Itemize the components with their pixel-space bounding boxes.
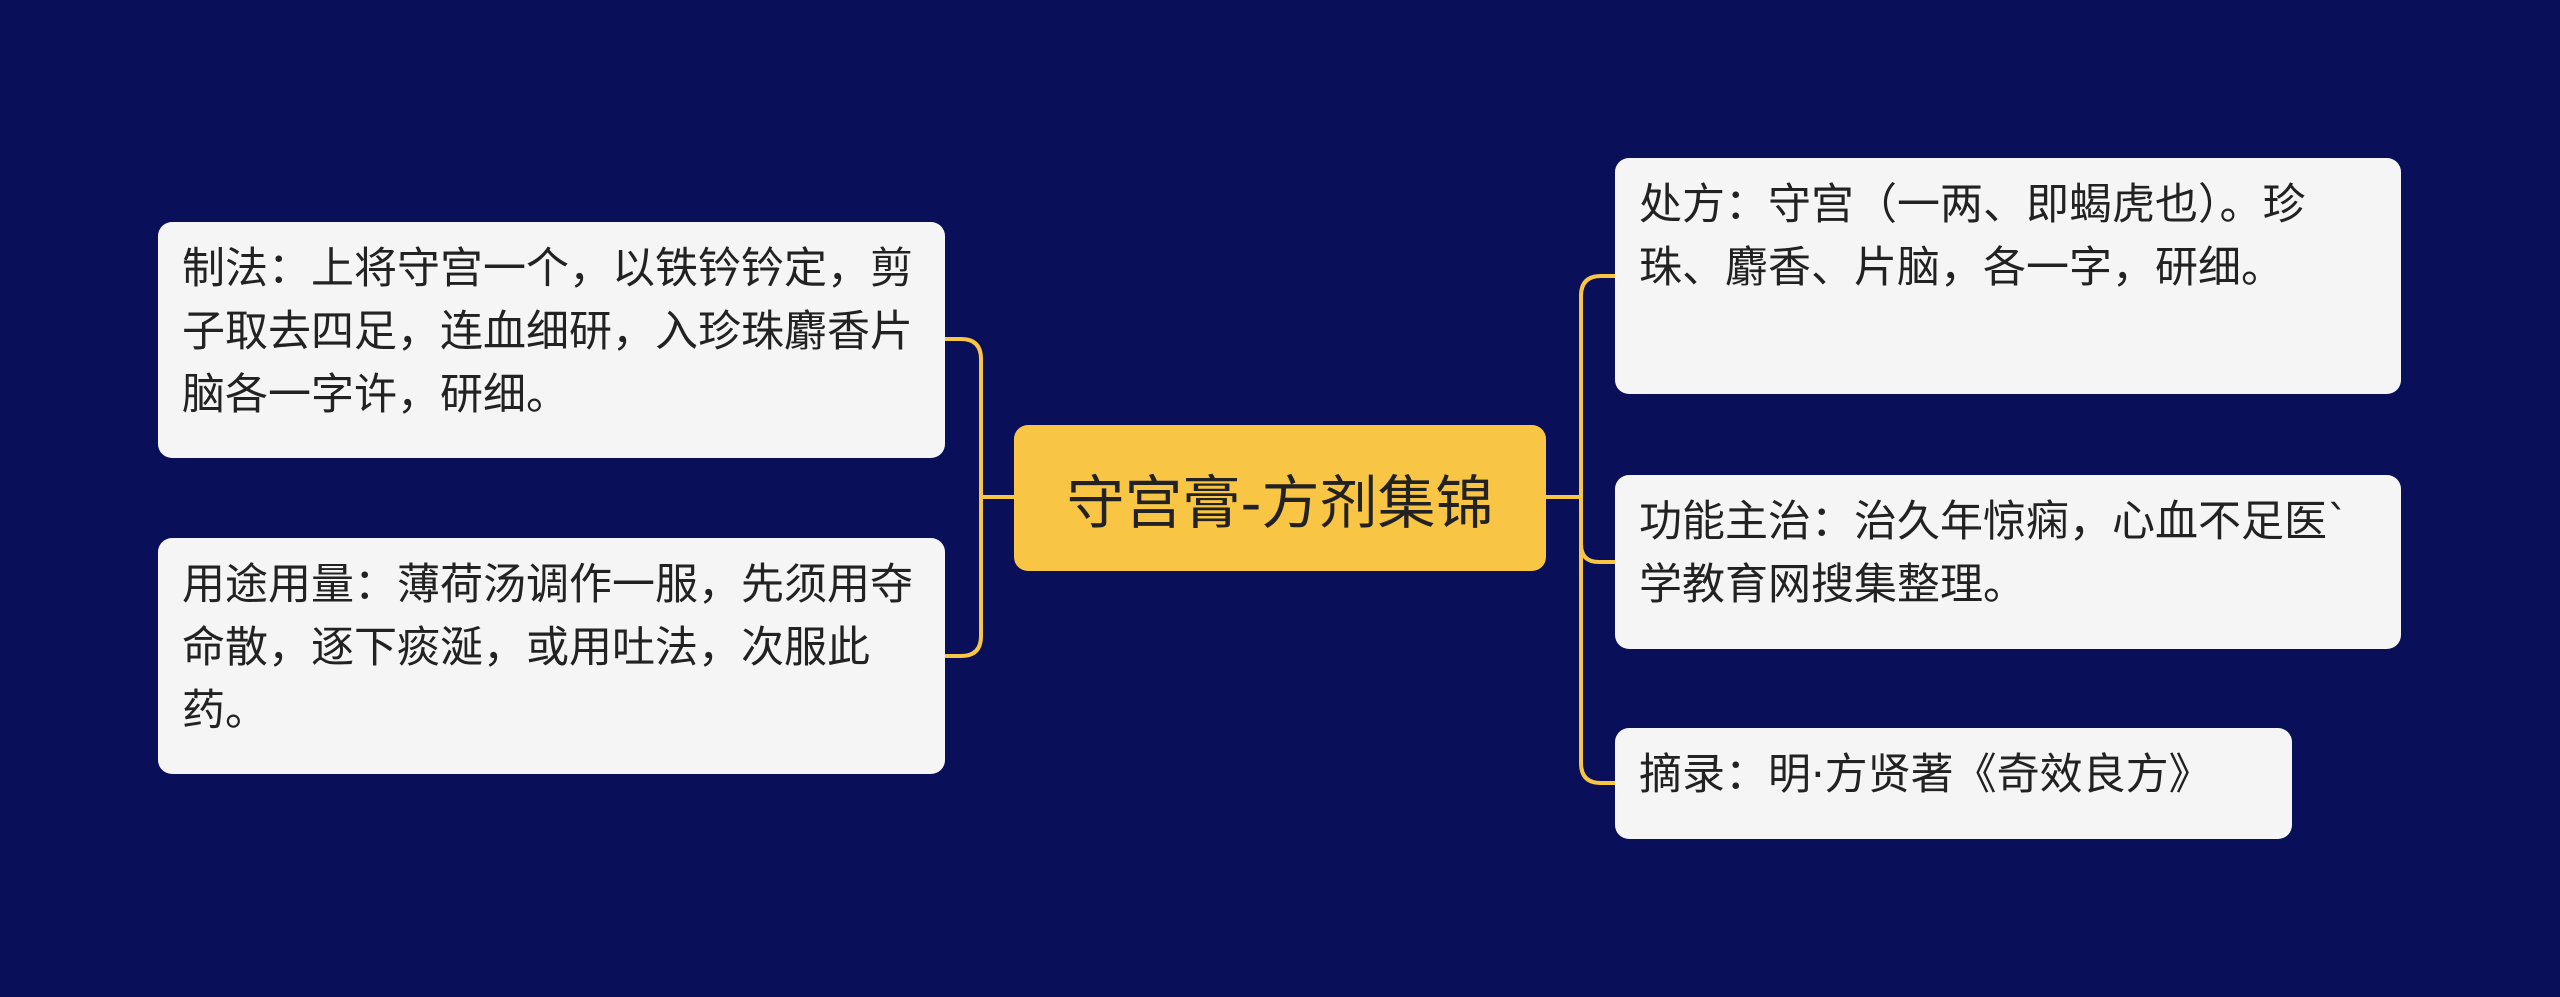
- left-branch-node-preparation[interactable]: 制法：上将守宫一个，以铁钤钤定，剪子取去四足，连血细研，入珍珠麝香片脑各一字许，…: [158, 222, 945, 458]
- connector-left-branch-1: [945, 337, 983, 497]
- connector-right-branch-2: [1579, 497, 1615, 564]
- connector-right-branch-3: [1579, 497, 1615, 785]
- right-branch-node-excerpt[interactable]: 摘录：明·方贤著《奇效良方》: [1615, 728, 2292, 839]
- right-branch-text-prescription: 处方：守宫（一两、即蝎虎也）。珍珠、麝香、片脑，各一字，研细。: [1639, 180, 2306, 293]
- left-branch-text-usage-dosage: 用途用量：薄荷汤调作一服，先须用夺命散，逐下痰涎，或用吐法，次服此药。: [182, 560, 913, 736]
- connector-right-branch-1: [1579, 274, 1615, 497]
- left-branch-node-usage-dosage[interactable]: 用途用量：薄荷汤调作一服，先须用夺命散，逐下痰涎，或用吐法，次服此药。: [158, 538, 945, 774]
- right-branch-node-indications[interactable]: 功能主治：治久年惊痫，心血不足医`学教育网搜集整理。: [1615, 475, 2401, 649]
- right-branch-node-prescription[interactable]: 处方：守宫（一两、即蝎虎也）。珍珠、麝香、片脑，各一字，研细。: [1615, 158, 2401, 394]
- connector-left-branch-2: [945, 497, 983, 658]
- root-topic-node[interactable]: 守宫膏-方剂集锦: [1014, 425, 1546, 571]
- root-topic-label: 守宫膏-方剂集锦: [1066, 469, 1494, 537]
- right-branch-text-excerpt: 摘录：明·方贤著《奇效良方》: [1639, 750, 2212, 800]
- right-branch-text-indications: 功能主治：治久年惊痫，心血不足医`学教育网搜集整理。: [1639, 497, 2349, 610]
- left-branch-text-preparation: 制法：上将守宫一个，以铁钤钤定，剪子取去四足，连血细研，入珍珠麝香片脑各一字许，…: [182, 244, 913, 420]
